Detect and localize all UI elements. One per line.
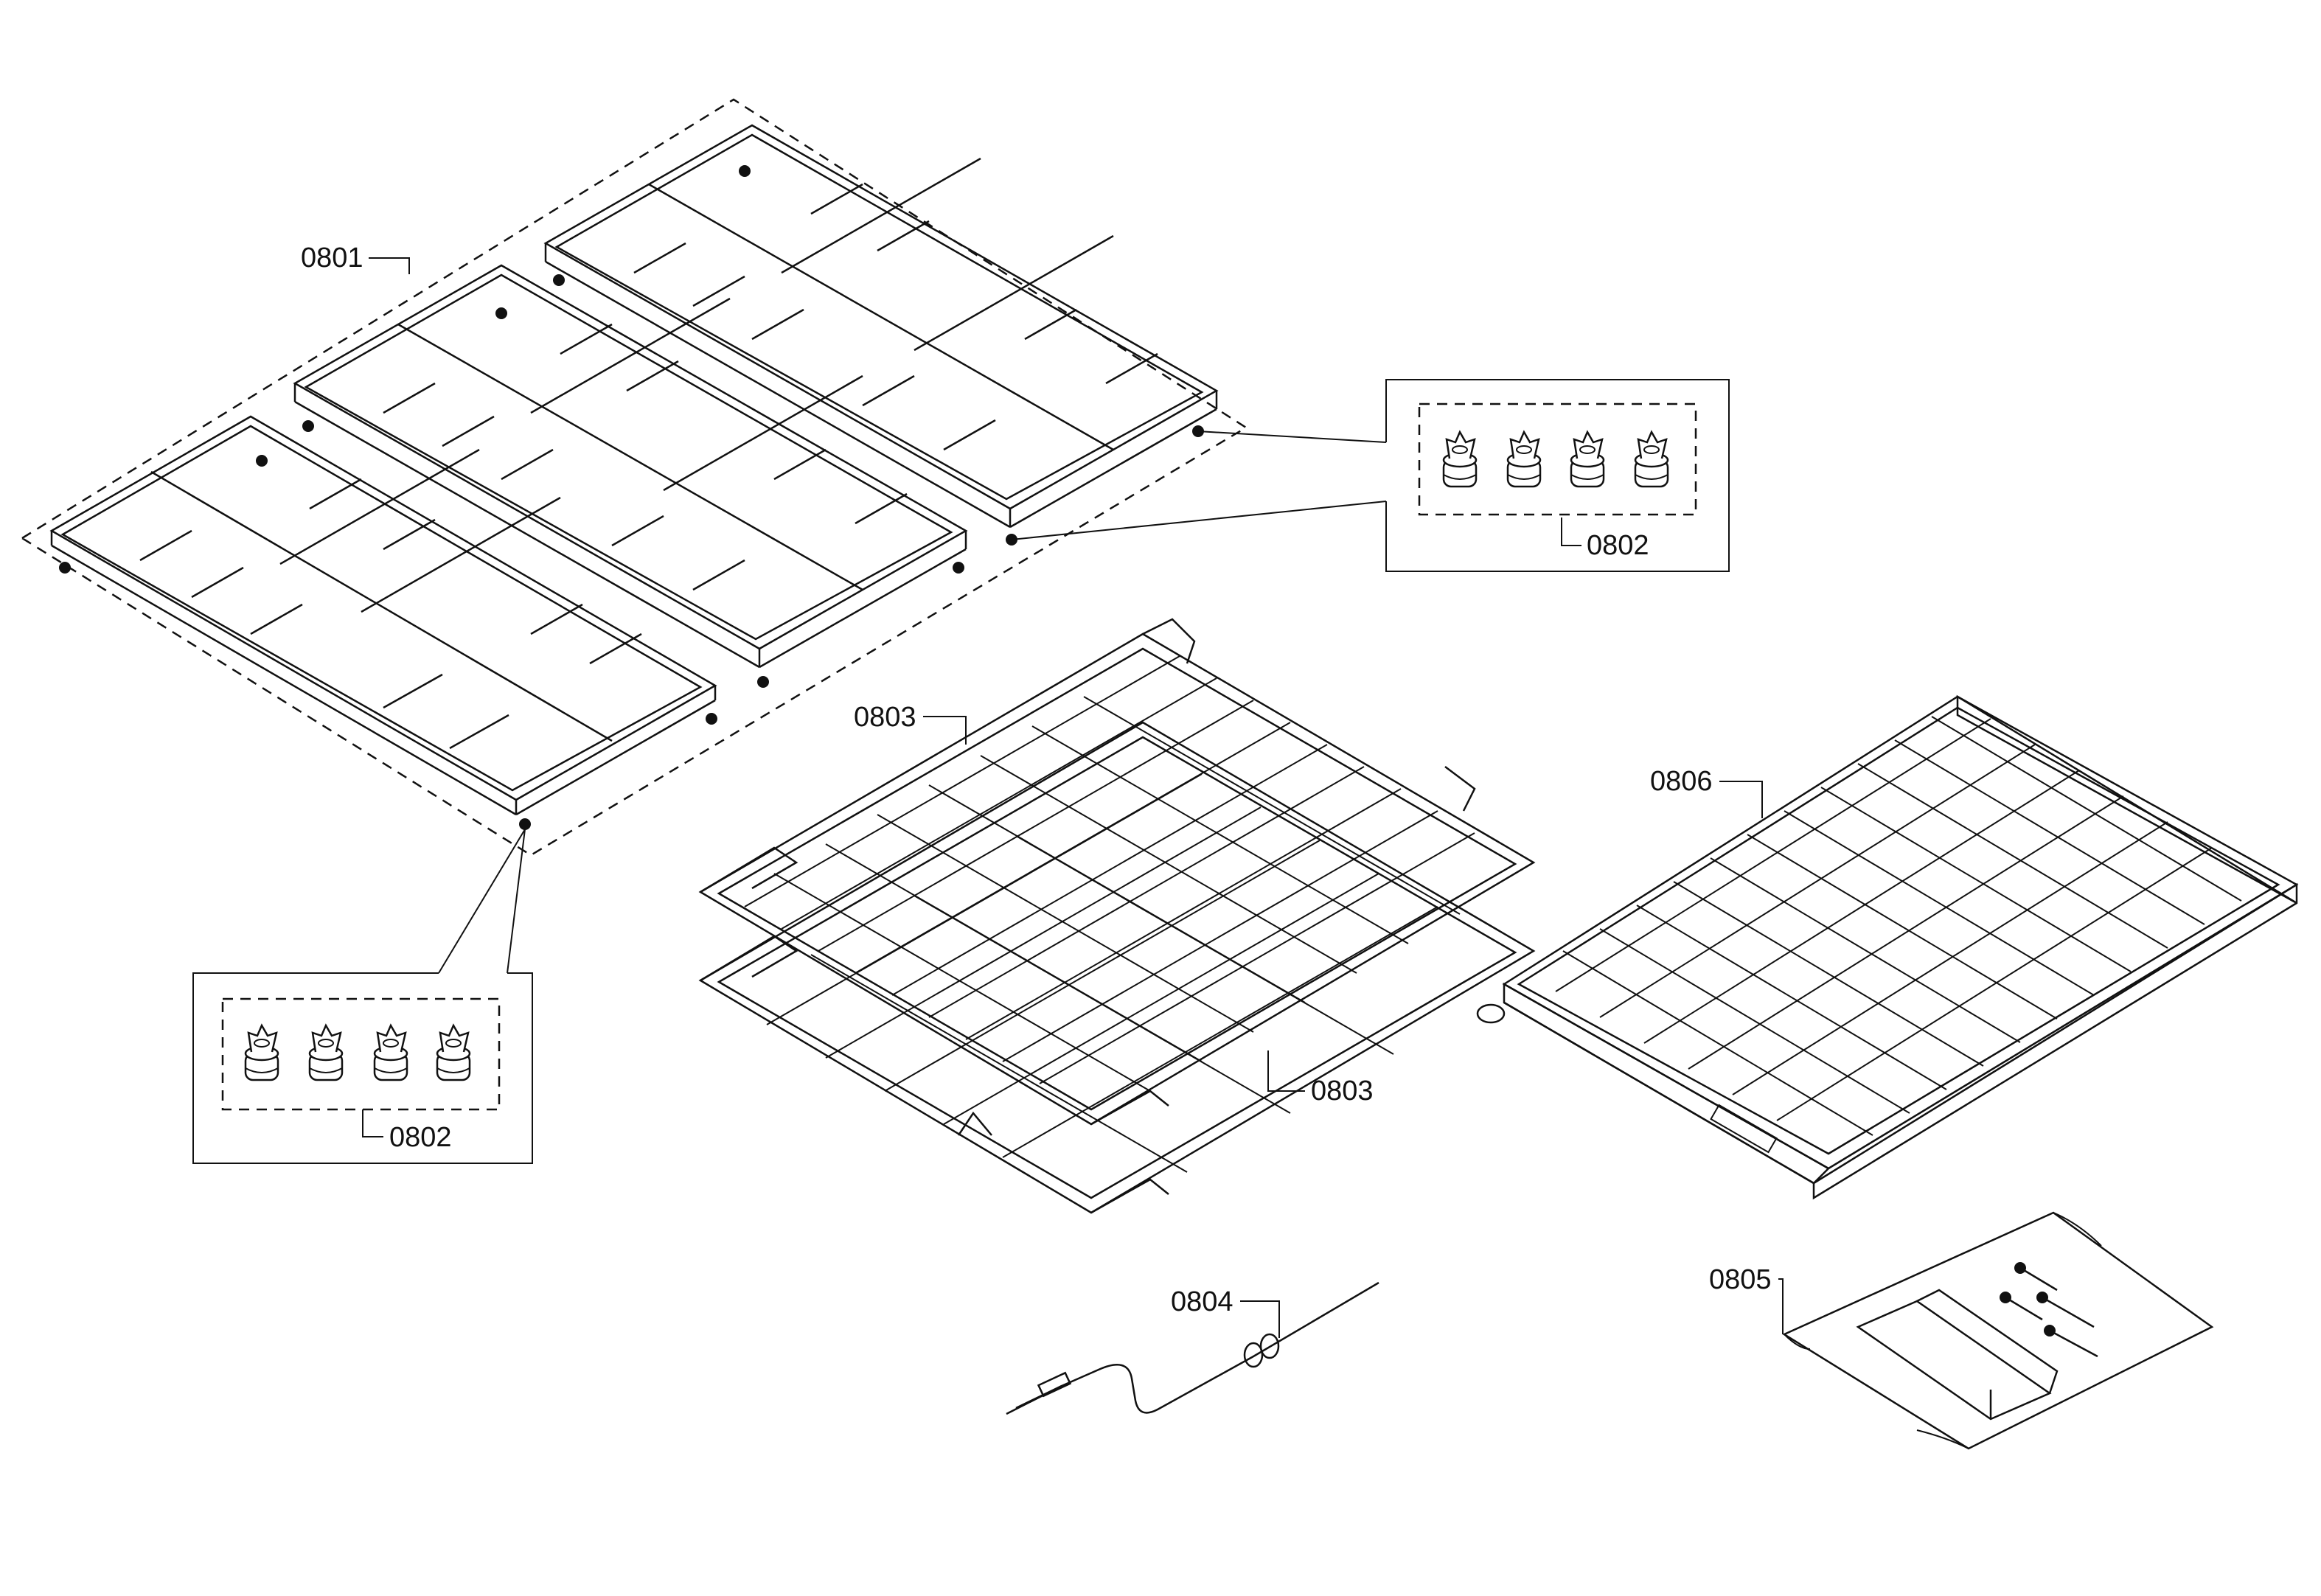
callout-label-0802-right: 0802: [1587, 530, 1649, 561]
grate-middle: [293, 264, 968, 669]
callout-label-0804: 0804: [1171, 1286, 1233, 1317]
meat-probe: [1006, 1281, 1379, 1415]
cooktop-grates: [20, 98, 1248, 857]
callout-label-0803-upper: 0803: [854, 702, 916, 733]
callout-0803-lower: 0803: [1267, 1050, 1374, 1107]
grate-left: [49, 415, 717, 816]
callout-0801: 0801: [301, 243, 410, 274]
callout-0804: 0804: [1171, 1286, 1280, 1338]
callout-label-0803-lower: 0803: [1311, 1076, 1374, 1107]
callout-0803-upper: 0803: [854, 702, 967, 745]
callout-label-0801: 0801: [301, 243, 363, 273]
bumpers-box-right: 0802: [1011, 379, 1730, 572]
bumpers-box-left: 0802: [192, 829, 533, 1164]
oven-rack-upper: [698, 618, 1536, 1126]
callout-label-0806: 0806: [1650, 766, 1713, 797]
hardware-kit-bag: [1782, 1211, 2214, 1450]
telescopic-rack: [1476, 694, 2299, 1200]
grate-feet: [59, 165, 1204, 830]
callout-0806: 0806: [1650, 766, 1763, 818]
callout-0805: 0805: [1709, 1264, 1784, 1334]
grate-right: [543, 124, 1219, 529]
oven-rack-lower: [698, 721, 1536, 1214]
callout-label-0805: 0805: [1709, 1264, 1772, 1295]
callout-label-0802-left: 0802: [389, 1122, 452, 1153]
